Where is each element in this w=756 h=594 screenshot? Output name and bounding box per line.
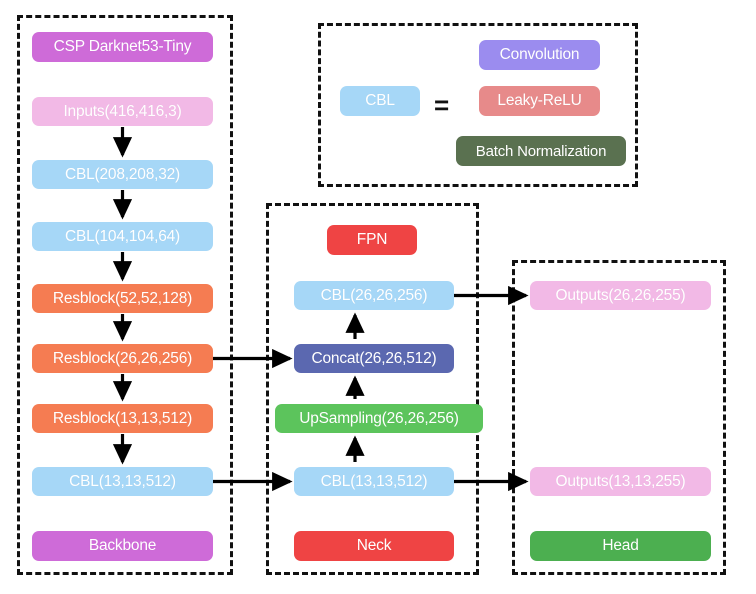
neck-node-upsampling: UpSampling(26,26,256) bbox=[275, 404, 483, 433]
head-group-label: Head bbox=[530, 531, 711, 561]
neck-title-box-fpn: FPN bbox=[327, 225, 417, 255]
backbone-node-resblock-26: Resblock(26,26,256) bbox=[32, 344, 213, 373]
neck-node-concat: Concat(26,26,512) bbox=[294, 344, 454, 373]
backbone-group-border bbox=[17, 15, 233, 575]
backbone-node-resblock-13: Resblock(13,13,512) bbox=[32, 404, 213, 433]
neck-group-label: Neck bbox=[294, 531, 454, 561]
legend-item-leaky-relu: Leaky-ReLU bbox=[479, 86, 600, 116]
head-node-outputs-26: Outputs(26,26,255) bbox=[530, 281, 711, 310]
legend-item-convolution: Convolution bbox=[479, 40, 600, 70]
legend-cbl-box: CBL bbox=[340, 86, 420, 116]
legend-item-batch-normalization: Batch Normalization bbox=[456, 136, 626, 166]
head-group-border bbox=[512, 260, 726, 575]
backbone-node-resblock-52: Resblock(52,52,128) bbox=[32, 284, 213, 313]
neck-group-border bbox=[266, 203, 479, 575]
neck-node-cbl-13: CBL(13,13,512) bbox=[294, 467, 454, 496]
legend-group-border bbox=[318, 23, 638, 187]
backbone-node-cbl-208: CBL(208,208,32) bbox=[32, 160, 213, 189]
backbone-node-inputs: Inputs(416,416,3) bbox=[32, 97, 213, 126]
neck-node-cbl-26: CBL(26,26,256) bbox=[294, 281, 454, 310]
backbone-title-box: CSP Darknet53-Tiny bbox=[32, 32, 213, 62]
legend-equals-sign: = bbox=[434, 90, 450, 120]
backbone-group-label: Backbone bbox=[32, 531, 213, 561]
backbone-node-cbl-104: CBL(104,104,64) bbox=[32, 222, 213, 251]
backbone-node-cbl-13: CBL(13,13,512) bbox=[32, 467, 213, 496]
head-node-outputs-13: Outputs(13,13,255) bbox=[530, 467, 711, 496]
